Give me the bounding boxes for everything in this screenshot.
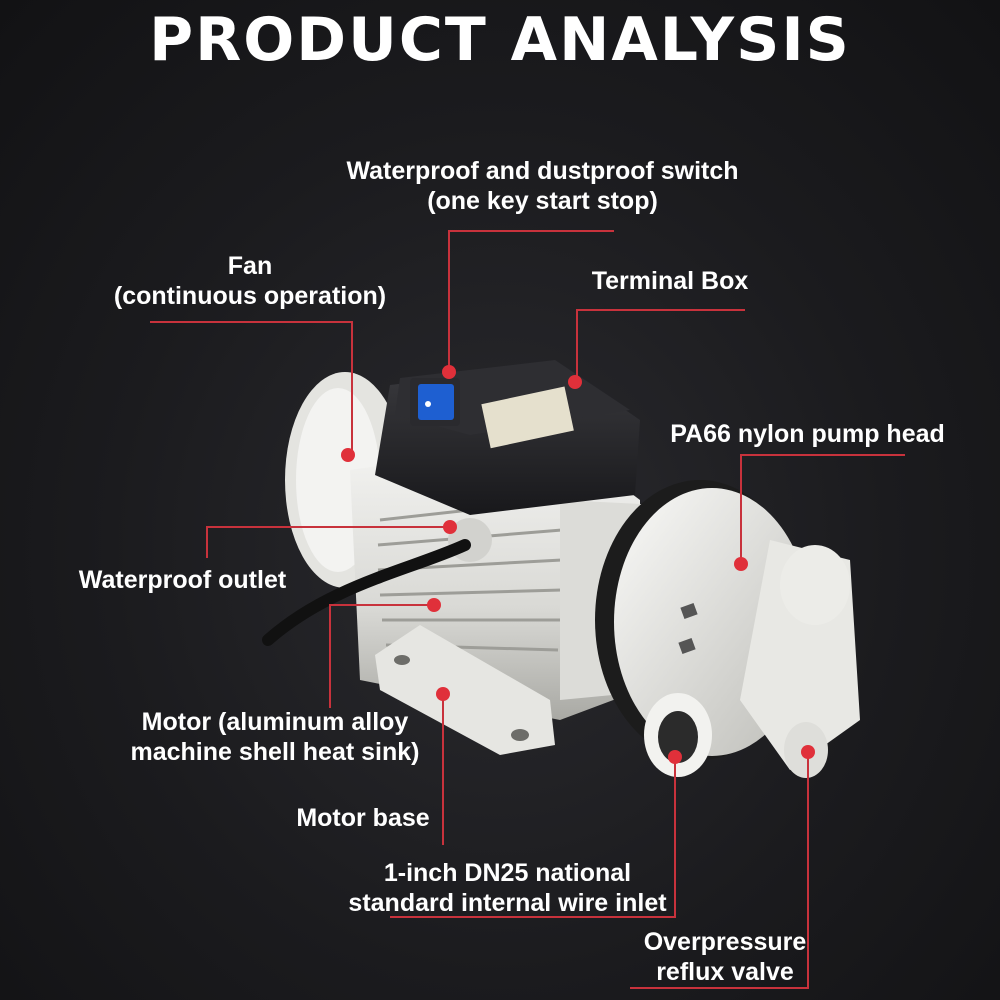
callout-dots	[341, 365, 815, 764]
motor-base	[375, 625, 555, 755]
label-sticker	[481, 386, 574, 449]
motor-base-label: Motor base	[283, 803, 443, 833]
terminal-box-label: Terminal Box	[575, 266, 765, 296]
switch-label: Waterproof and dustproof switch (one key…	[330, 156, 755, 216]
pump-head-label: PA66 nylon pump head	[655, 419, 960, 449]
fan-label-line1: Fan	[227, 252, 273, 280]
switch-icon	[410, 378, 460, 426]
terminal-box-label-line1: Terminal Box	[591, 267, 749, 295]
outlet-label: Waterproof outlet	[55, 565, 310, 595]
valve-label-line2: reflux valve	[656, 958, 794, 986]
waterproof-outlet	[262, 518, 492, 646]
inlet-label-line2: standard internal wire inlet	[348, 889, 667, 917]
motor-label-line1: Motor (aluminum alloy	[141, 708, 409, 736]
valve-label: Overpressure reflux valve	[630, 927, 820, 987]
page-title: PRODUCT ANALYSIS	[149, 5, 851, 75]
motor-label: Motor (aluminum alloy machine shell heat…	[115, 707, 435, 767]
motor-label-line2: machine shell heat sink)	[130, 738, 420, 766]
switch-label-line2: (one key start stop)	[427, 187, 658, 215]
inlet-label: 1-inch DN25 national standard internal w…	[330, 858, 685, 918]
valve-label-line1: Overpressure	[643, 928, 807, 956]
outlet-label-line1: Waterproof outlet	[78, 566, 287, 594]
fan-label: Fan (continuous operation)	[95, 251, 405, 311]
inlet-label-line1: 1-inch DN25 national	[383, 859, 632, 887]
pump-head-label-line1: PA66 nylon pump head	[670, 420, 945, 448]
motor-base-label-line1: Motor base	[296, 804, 430, 832]
pump-head	[595, 480, 860, 778]
callout-lines	[150, 230, 905, 989]
switch-label-line1: Waterproof and dustproof switch	[346, 157, 739, 185]
fan-label-line2: (continuous operation)	[113, 282, 387, 310]
